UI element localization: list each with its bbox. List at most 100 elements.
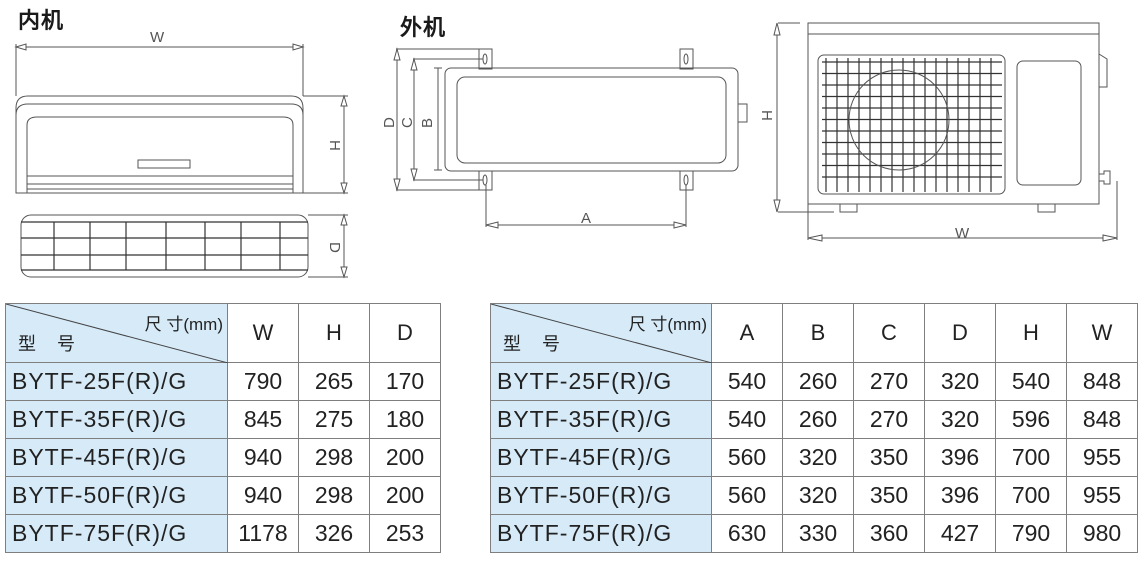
outdoor-front-view: H W	[758, 22, 1118, 242]
value-cell: 955	[1066, 438, 1138, 477]
column-header: C	[853, 303, 925, 363]
value-cell: 540	[711, 400, 783, 439]
value-cell: 320	[924, 362, 996, 401]
value-cell: 260	[782, 400, 854, 439]
value-cell: 560	[711, 438, 783, 477]
outdoor-w-label: W	[955, 225, 970, 242]
value-cell: 560	[711, 476, 783, 515]
outdoor-top-view: D C B A	[381, 47, 748, 229]
indoor-front-view: W H	[14, 29, 348, 195]
value-cell: 845	[227, 400, 299, 439]
value-cell: 700	[995, 438, 1067, 477]
column-header: B	[782, 303, 854, 363]
outdoor-a-label: A	[581, 210, 591, 227]
value-cell: 848	[1066, 400, 1138, 439]
value-cell: 253	[369, 514, 441, 553]
value-cell: 396	[924, 476, 996, 515]
value-cell: 260	[782, 362, 854, 401]
value-cell: 540	[711, 362, 783, 401]
value-cell: 170	[369, 362, 441, 401]
indoor-h-label: H	[326, 140, 343, 151]
model-cell: BYTF-75F(R)/G	[5, 514, 228, 553]
column-header: W	[1066, 303, 1138, 363]
outdoor-b-label: B	[419, 118, 436, 128]
outdoor-top-outline	[444, 67, 739, 172]
value-cell: 396	[924, 438, 996, 477]
value-cell: 848	[1066, 362, 1138, 401]
value-cell: 330	[782, 514, 854, 553]
column-header: W	[227, 303, 299, 363]
value-cell: 1178	[227, 514, 299, 553]
value-cell: 980	[1066, 514, 1138, 553]
fan-icon	[848, 69, 950, 171]
model-label: 型 号	[503, 334, 569, 354]
mount-foot	[679, 48, 694, 70]
value-cell: 427	[924, 514, 996, 553]
value-cell: 955	[1066, 476, 1138, 515]
indoor-w-label: W	[150, 29, 165, 46]
value-cell: 320	[782, 476, 854, 515]
value-cell: 700	[995, 476, 1067, 515]
column-header: D	[369, 303, 441, 363]
value-cell: 275	[298, 400, 370, 439]
indoor-display-panel	[137, 159, 191, 169]
outdoor-body-outline	[807, 22, 1100, 205]
value-cell: 940	[227, 438, 299, 477]
value-cell: 298	[298, 476, 370, 515]
indoor-top-outline	[20, 214, 309, 278]
outdoor-unit-title: 外机	[400, 16, 447, 41]
column-header: D	[924, 303, 996, 363]
outdoor-d-label: D	[381, 117, 398, 128]
model-cell: BYTF-50F(R)/G	[490, 476, 712, 515]
model-cell: BYTF-35F(R)/G	[490, 400, 712, 439]
indoor-top-view: D	[20, 213, 348, 279]
side-panel	[1016, 60, 1082, 186]
arrow-left-icon	[14, 43, 27, 51]
table-corner-header: 尺 寸(mm) 型 号	[490, 303, 712, 363]
model-label: 型 号	[18, 334, 84, 354]
value-cell: 326	[298, 514, 370, 553]
value-cell: 790	[995, 514, 1067, 553]
value-cell: 180	[369, 400, 441, 439]
outdoor-c-label: C	[399, 117, 416, 128]
value-cell: 790	[227, 362, 299, 401]
column-header: H	[298, 303, 370, 363]
value-cell: 630	[711, 514, 783, 553]
value-cell: 200	[369, 438, 441, 477]
value-cell: 320	[782, 438, 854, 477]
value-cell: 200	[369, 476, 441, 515]
model-cell: BYTF-25F(R)/G	[490, 362, 712, 401]
unit-label: 尺 寸(mm)	[628, 315, 707, 334]
indoor-d-label: D	[326, 242, 343, 253]
value-cell: 265	[298, 362, 370, 401]
model-cell: BYTF-45F(R)/G	[5, 438, 228, 477]
value-cell: 940	[227, 476, 299, 515]
unit-label: 尺 寸(mm)	[144, 315, 223, 334]
dimension-drawings: W H D	[14, 22, 1118, 279]
model-cell: BYTF-25F(R)/G	[5, 362, 228, 401]
value-cell: 298	[298, 438, 370, 477]
table-corner-header: 尺 寸(mm) 型 号	[5, 303, 228, 363]
column-header: A	[711, 303, 783, 363]
value-cell: 320	[924, 400, 996, 439]
value-cell: 350	[853, 438, 925, 477]
model-cell: BYTF-45F(R)/G	[490, 438, 712, 477]
value-cell: 360	[853, 514, 925, 553]
value-cell: 596	[995, 400, 1067, 439]
valve-icon	[1098, 170, 1111, 185]
model-cell: BYTF-50F(R)/G	[5, 476, 228, 515]
value-cell: 270	[853, 362, 925, 401]
model-cell: BYTF-35F(R)/G	[5, 400, 228, 439]
